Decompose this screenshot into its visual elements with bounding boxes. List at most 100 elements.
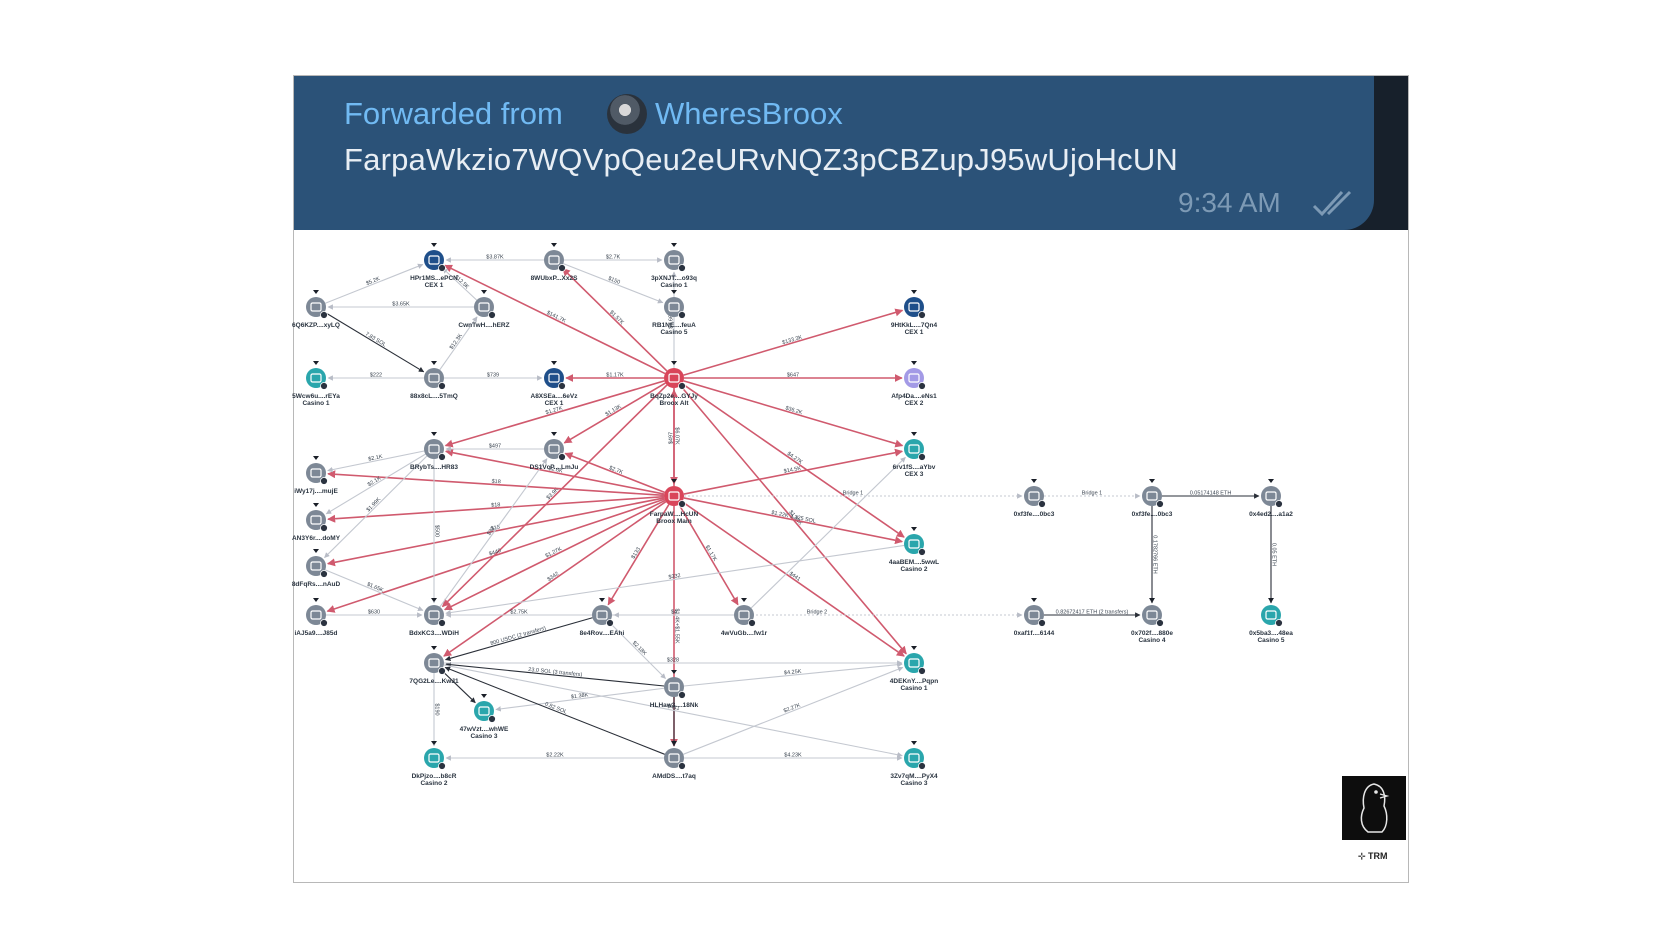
node-flag-icon: [1149, 479, 1155, 483]
chain-badge-icon: [438, 619, 446, 627]
edge: $36.2K: [683, 380, 904, 448]
edge-label: $133.3K: [782, 335, 804, 347]
node-entity-label: Casino 1: [660, 282, 687, 289]
edge-label: $6.07K: [674, 427, 680, 445]
avatar[interactable]: [607, 94, 647, 134]
forwarded-user-link[interactable]: WheresBroox: [655, 96, 843, 131]
wallet-node-circle: [664, 368, 684, 388]
wallet-node[interactable]: 0xf3fe....0bc3: [1132, 479, 1173, 518]
node-flag-icon: [671, 741, 677, 745]
node-address-label: iWy17j....mujE: [294, 488, 338, 495]
wallet-node-circle: [1261, 486, 1281, 506]
message-time: 9:34 AM: [1178, 187, 1281, 218]
edge-label: $2.75K: [510, 610, 528, 616]
edge: $33: [439, 458, 548, 608]
wallet-node[interactable]: iWy17j....mujE: [294, 456, 338, 495]
node-flag-icon: [431, 646, 437, 650]
wallet-node-circle: [904, 439, 924, 459]
edge-line: [327, 450, 425, 473]
wallet-node[interactable]: BRybTs....HR83: [410, 432, 458, 471]
node-entity-label: Casino 1: [302, 400, 329, 407]
edge-label: $2.1K: [367, 475, 383, 488]
wallet-node[interactable]: 0xaf1f....6144: [1014, 598, 1055, 637]
wallet-node-circle: [306, 510, 326, 530]
wallet-icon: [1146, 610, 1158, 620]
wallet-node[interactable]: AMdDS....t7aq: [652, 741, 696, 780]
edge: 23.0 SOL (3 transfers): [445, 661, 665, 687]
edge-label: $2.27K: [783, 702, 802, 714]
wallet-node-circle: [306, 556, 326, 576]
edge-line: [445, 617, 593, 661]
wallet-node[interactable]: AN3Y6r....doMY: [292, 503, 341, 542]
edge-label: $342: [547, 571, 560, 583]
wallet-icon: [668, 302, 680, 312]
wallet-node[interactable]: 8e4Rov....EAhi: [580, 598, 625, 637]
wallet-icon: [668, 753, 680, 763]
chain-badge-icon: [678, 691, 686, 699]
edges-layer: $141.7K$4.66K$1.57K$133.3K$1.17K$647$36.…: [324, 255, 1277, 761]
wallet-node[interactable]: 0x4ed2....a1a2: [1249, 479, 1293, 518]
node-address-label: 6rv1fS....aYbv: [893, 464, 936, 471]
wallet-node-circle: [664, 748, 684, 768]
edge-line: [445, 544, 905, 616]
chain-badge-icon: [438, 453, 446, 461]
wallet-node[interactable]: 6Q6KZP....xyLQ: [292, 290, 340, 329]
edge-line: [439, 458, 548, 608]
edge-label: $497: [669, 432, 675, 444]
node-address-label: 8dFqRs....nAuD: [292, 581, 341, 588]
wallet-node[interactable]: 7QG2Le....KwJ1: [409, 646, 459, 685]
forwarded-from-label: Forwarded from: [344, 96, 563, 131]
edge-label: $36.2K: [785, 405, 804, 416]
message-bubble[interactable]: Forwarded from WheresBroox FarpaWkzio7WQ…: [294, 76, 1374, 230]
wallet-node-circle: [1024, 605, 1044, 625]
edge-line: [564, 452, 665, 494]
edge: Bridge 1: [684, 491, 1023, 499]
node-flag-icon: [671, 670, 677, 674]
wallet-node[interactable]: 88x8cL....5TmQ: [410, 361, 458, 400]
wallet-node[interactable]: 0xf3fe....0bc3: [1014, 479, 1055, 518]
wallet-node-circle: [544, 439, 564, 459]
edge-label: $1.57K: [608, 310, 625, 327]
wallet-node[interactable]: CwnTwH....hERZ: [458, 290, 510, 329]
wallet-node[interactable]: 4wVuGb....fw1r: [721, 598, 768, 637]
wallet-node[interactable]: 8WUbxP...Xx2S: [531, 243, 579, 282]
node-entity-label: Casino 2: [900, 566, 927, 573]
node-flag-icon: [313, 503, 319, 507]
node-flag-icon: [431, 243, 437, 247]
wallet-node[interactable]: iAJ5a9....J85d: [295, 598, 338, 637]
edge-label: $5.2K: [365, 276, 381, 287]
node-entity-label: CEX 1: [905, 329, 924, 336]
wallet-icon: [738, 610, 750, 620]
wallet-node[interactable]: 8dFqRs....nAuD: [292, 549, 341, 588]
node-address-label: 88x8cL....5TmQ: [410, 393, 458, 400]
edge-label: 0.82672417 ETH (2 transfers): [1056, 610, 1129, 616]
wallet-icon: [1265, 610, 1277, 620]
edge-line: [441, 384, 668, 608]
wallet-node[interactable]: DS1VcP....LmJu: [530, 432, 579, 471]
wallet-node[interactable]: HLHaw3....18Nk: [650, 670, 699, 709]
wallet-icon: [310, 302, 322, 312]
edge-label: $190: [434, 703, 440, 715]
wallet-node[interactable]: BdxKC3....WDiH: [409, 598, 459, 637]
edge: 0.05174148 ETH: [1162, 491, 1260, 499]
chain-badge-icon: [438, 264, 446, 272]
wallet-node-circle: [474, 297, 494, 317]
node-flag-icon: [671, 361, 677, 365]
